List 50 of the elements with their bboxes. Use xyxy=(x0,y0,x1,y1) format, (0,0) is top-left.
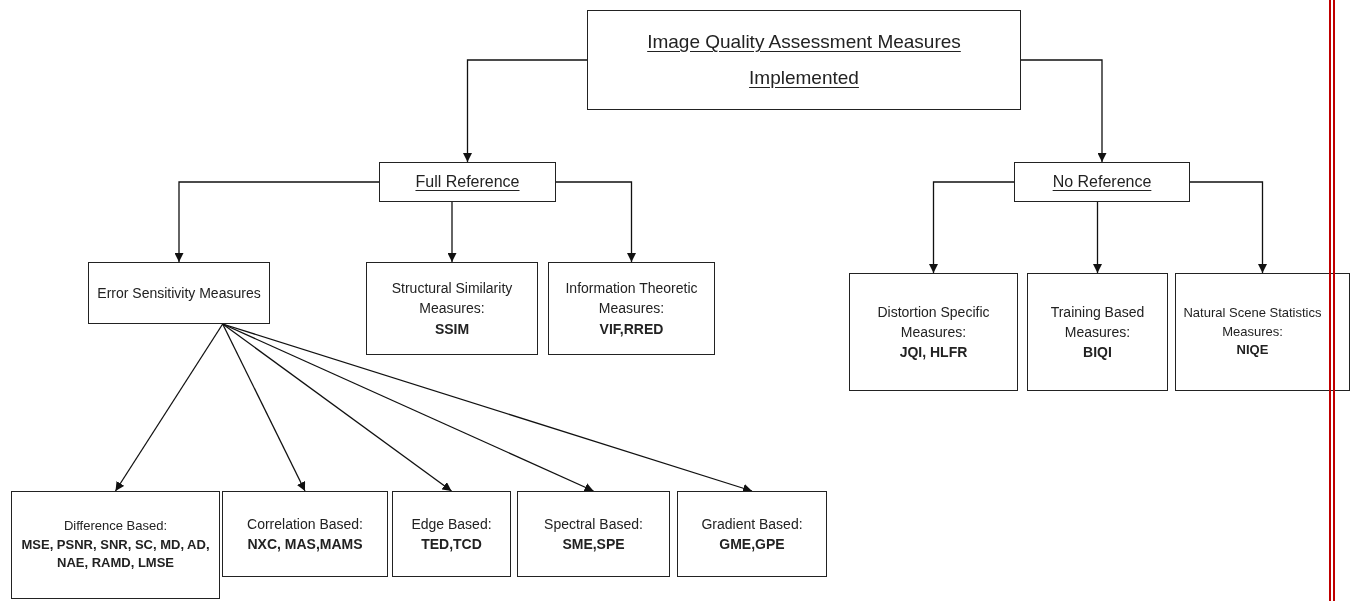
arrow xyxy=(1093,201,1102,274)
box-title: Image Quality Assessment Measures Implemented xyxy=(646,29,962,90)
box-title: No Reference xyxy=(1052,171,1152,192)
measure-box xyxy=(379,162,556,202)
measure-box xyxy=(1014,162,1190,202)
measure-list: NXC, MAS,MAMS xyxy=(247,534,363,555)
box-title: Correlation Based: xyxy=(247,514,363,534)
measure-list: BIQI xyxy=(1083,342,1112,363)
measure-box xyxy=(849,273,1018,391)
box-title: Gradient Based: xyxy=(701,514,803,534)
box-title: Structural Similarity Measures: xyxy=(390,279,514,319)
arrow xyxy=(174,181,380,263)
measure-box xyxy=(1027,273,1168,391)
arrow xyxy=(555,181,636,263)
measure-list: SSIM xyxy=(434,318,470,339)
arrow xyxy=(222,323,453,492)
measure-list: GME,GPE xyxy=(719,534,785,555)
box-title: Difference Based: xyxy=(63,516,168,535)
measure-list: SME,SPE xyxy=(562,534,625,555)
arrow xyxy=(222,323,595,492)
box-title: Full Reference xyxy=(415,171,520,192)
measure-list: NIQE xyxy=(1236,341,1269,361)
box-title: Information Theoretic Measures: xyxy=(564,279,699,319)
box-title: Distortion Specific Measures: xyxy=(876,302,991,342)
box-title: Natural Scene Statistics Measures: xyxy=(1182,303,1323,341)
measure-list: JQI, HLFR xyxy=(899,342,968,363)
measure-box xyxy=(1175,273,1350,391)
measure-box xyxy=(548,262,715,355)
box-title: Edge Based: xyxy=(411,514,492,534)
measure-list: TED,TCD xyxy=(421,534,482,555)
measure-box xyxy=(222,491,388,577)
box-title: Spectral Based: xyxy=(544,514,643,534)
arrow xyxy=(114,323,224,492)
arrow xyxy=(447,201,457,263)
arrow xyxy=(463,59,588,163)
measure-box xyxy=(366,262,538,355)
measure-box xyxy=(517,491,670,577)
measure-box xyxy=(392,491,511,577)
measure-box xyxy=(587,10,1021,110)
measure-box xyxy=(11,491,220,599)
arrow xyxy=(1020,59,1107,163)
box-title: Training Based Measures: xyxy=(1049,302,1146,342)
box-title: Error Sensitivity Measures xyxy=(97,283,261,303)
measure-list: VIF,RRED xyxy=(599,318,664,339)
measure-box xyxy=(677,491,827,577)
arrow xyxy=(1189,181,1267,274)
arrow xyxy=(929,181,1015,274)
measure-box xyxy=(88,262,270,324)
arrow xyxy=(222,323,306,492)
measure-list: MSE, PSNR, SNR, SC, MD, AD, NAE, RAMD, LMSE xyxy=(18,535,213,574)
